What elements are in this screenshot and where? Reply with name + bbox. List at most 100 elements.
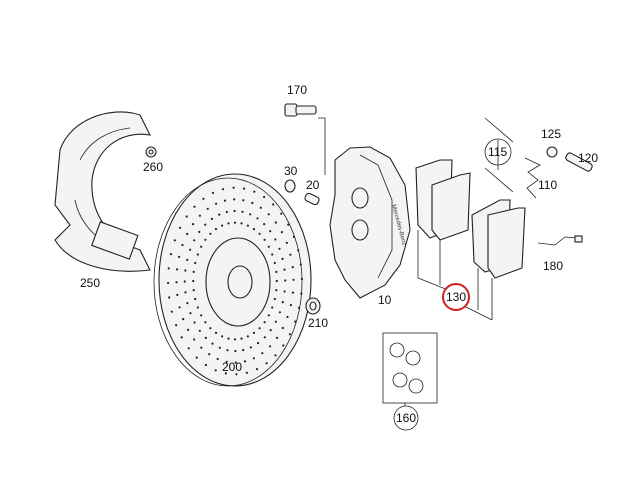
drill-hole xyxy=(189,312,192,315)
drill-hole xyxy=(259,206,262,209)
spring-clip-110[interactable] xyxy=(524,157,541,199)
drill-hole xyxy=(175,281,178,284)
drill-hole xyxy=(269,329,272,332)
drill-hole xyxy=(175,324,178,327)
drill-hole xyxy=(187,328,190,331)
drill-hole xyxy=(196,306,199,309)
drill-hole xyxy=(275,279,278,283)
bolt-120[interactable] xyxy=(565,152,593,172)
drill-hole xyxy=(211,342,214,345)
cap-30[interactable] xyxy=(284,179,296,193)
drill-hole xyxy=(234,349,237,353)
drill-hole xyxy=(263,238,266,241)
callout-130: 130 xyxy=(446,290,466,304)
bleeder-valve-20[interactable] xyxy=(304,192,320,206)
drill-hole xyxy=(234,361,237,364)
drill-hole xyxy=(226,349,229,352)
drill-hole xyxy=(289,304,292,307)
drill-hole xyxy=(198,214,201,217)
drill-hole xyxy=(274,320,277,323)
drill-hole xyxy=(214,331,218,334)
drill-hole xyxy=(284,279,287,282)
drill-hole xyxy=(185,215,188,218)
callout-115: 115 xyxy=(488,145,507,159)
nut-125[interactable] xyxy=(546,146,558,158)
drill-hole xyxy=(179,226,182,229)
drill-hole xyxy=(186,232,189,236)
drill-hole xyxy=(202,197,205,200)
drill-hole xyxy=(178,255,181,258)
drill-hole xyxy=(278,311,281,314)
drill-hole xyxy=(209,232,212,235)
drill-hole xyxy=(246,224,249,227)
drill-hole xyxy=(274,238,277,241)
drill-hole xyxy=(249,213,252,216)
drill-hole xyxy=(210,217,213,220)
brake-disc-200[interactable] xyxy=(153,173,312,387)
drill-hole xyxy=(273,297,276,301)
callout-30: 30 xyxy=(284,164,298,178)
wear-sensor-180[interactable] xyxy=(537,235,583,246)
drill-hole xyxy=(288,333,291,336)
drill-hole xyxy=(192,279,195,283)
drill-hole xyxy=(233,209,236,213)
nut-210[interactable] xyxy=(305,297,321,315)
drill-hole xyxy=(258,232,261,235)
callout-110: 110 xyxy=(538,178,557,192)
drill-hole xyxy=(265,362,268,365)
callout-130-highlight-circle xyxy=(442,283,470,311)
drill-hole xyxy=(289,253,292,256)
drill-hole xyxy=(200,314,203,317)
drill-hole xyxy=(235,373,238,376)
drill-hole xyxy=(222,188,225,191)
drill-hole xyxy=(192,289,195,292)
drill-hole xyxy=(225,210,228,214)
drill-hole xyxy=(227,337,230,340)
drill-hole xyxy=(242,348,245,352)
drill-hole xyxy=(198,329,201,332)
drill-hole xyxy=(233,338,237,341)
drill-hole xyxy=(187,347,190,350)
drill-hole xyxy=(233,198,236,201)
drill-hole xyxy=(240,337,243,340)
drill-hole xyxy=(183,280,186,283)
brake-pads-130[interactable] xyxy=(415,159,526,321)
drill-hole xyxy=(249,346,252,349)
drill-hole xyxy=(272,203,275,206)
drill-hole xyxy=(181,243,184,247)
callout-200: 200 xyxy=(222,360,242,374)
drill-hole xyxy=(291,291,294,294)
drill-hole xyxy=(208,353,211,356)
drill-hole xyxy=(282,344,285,347)
drill-hole xyxy=(193,205,196,208)
callout-180: 180 xyxy=(543,259,563,273)
callout-120: 120 xyxy=(578,151,598,165)
drill-hole xyxy=(245,371,248,374)
drill-hole xyxy=(191,223,195,226)
drill-hole xyxy=(193,239,196,242)
drill-hole xyxy=(275,289,278,292)
drill-hole xyxy=(267,213,270,216)
drill-hole xyxy=(195,356,198,359)
drill-hole xyxy=(167,267,170,270)
drill-hole xyxy=(176,293,179,296)
drill-hole xyxy=(291,266,294,269)
drill-hole xyxy=(182,318,185,321)
dust-shield-250[interactable] xyxy=(54,111,151,272)
bolt-170[interactable] xyxy=(284,103,326,175)
callout-210: 210 xyxy=(308,316,328,330)
bolt-260[interactable] xyxy=(145,146,157,158)
drill-hole xyxy=(200,245,203,248)
brake-caliper-10[interactable]: Mercedes-Benz xyxy=(329,146,411,299)
callout-160-circle xyxy=(393,405,419,431)
drill-hole xyxy=(267,314,270,317)
drill-hole xyxy=(170,310,173,313)
seal-kit-160[interactable] xyxy=(382,332,438,406)
drill-hole xyxy=(263,223,266,226)
drill-hole xyxy=(227,222,230,225)
drill-hole xyxy=(204,223,207,226)
drill-hole xyxy=(168,296,171,299)
drill-hole xyxy=(258,327,261,330)
drill-hole xyxy=(211,191,215,194)
